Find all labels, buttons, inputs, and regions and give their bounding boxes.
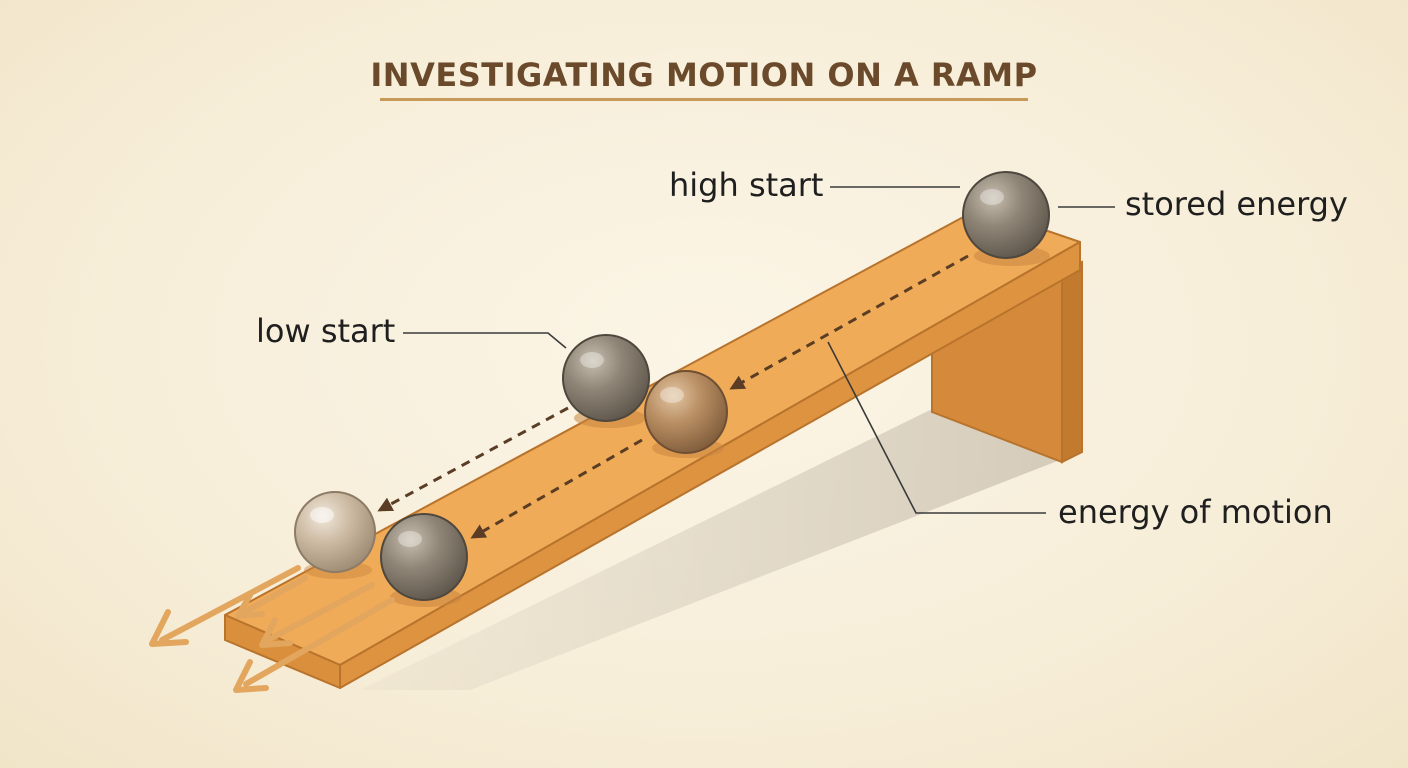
title-underline xyxy=(380,98,1028,101)
ball-high-start xyxy=(962,171,1050,259)
leader-energy-of-motion xyxy=(827,341,1046,514)
label-stored-energy: stored energy xyxy=(1125,185,1348,223)
dashed-path-arrow xyxy=(377,406,569,512)
leader-low-start xyxy=(403,332,567,349)
ball-rolling xyxy=(644,370,728,454)
label-energy-of-motion: energy of motion xyxy=(1058,493,1333,531)
label-high-start: high start xyxy=(669,166,824,204)
ball-bottom-light xyxy=(294,491,376,573)
motion-arrows xyxy=(149,565,395,693)
ball-low-start xyxy=(562,334,650,422)
ball-bottom-dark xyxy=(380,513,468,601)
dashed-path-arrow xyxy=(729,254,969,390)
diagram-title: INVESTIGATING MOTION ON A RAMP xyxy=(370,56,1038,94)
ramp-shadow xyxy=(360,410,1060,690)
leader-lines xyxy=(403,186,1115,514)
label-low-start: low start xyxy=(256,312,396,350)
dashed-path-arrow xyxy=(470,438,643,539)
